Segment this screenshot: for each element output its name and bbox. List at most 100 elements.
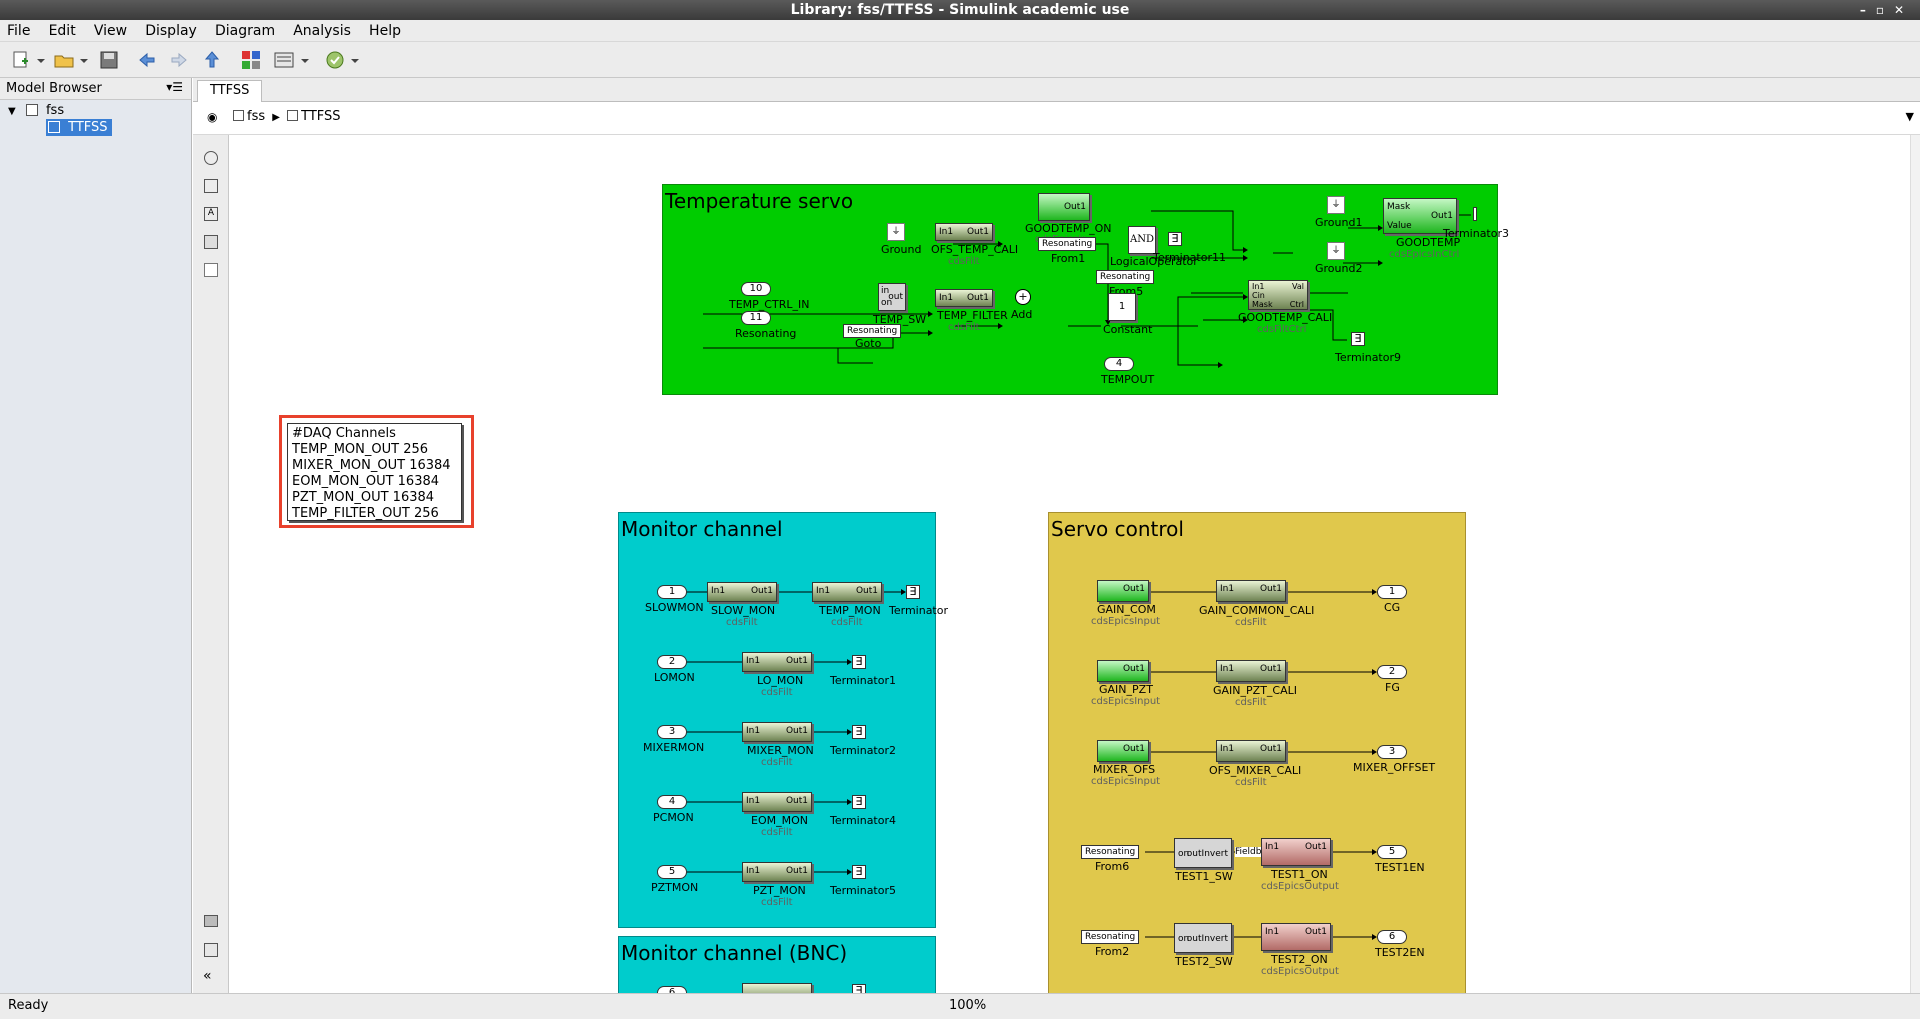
new-model-icon[interactable] [10, 49, 32, 71]
outport-fg[interactable]: 2 [1377, 665, 1407, 679]
mixer-ofs-block[interactable]: Out1 [1097, 740, 1149, 762]
diagram-canvas[interactable]: #DAQ Channels TEMP_MON_OUT 256 MIXER_MON… [230, 135, 1910, 993]
menu-file[interactable]: File [7, 23, 31, 39]
zoom-icon[interactable] [204, 151, 218, 165]
tree-item-ttfss[interactable]: TTFSS [0, 119, 191, 136]
breadcrumb-root[interactable]: fss [247, 109, 266, 124]
temp-mon-block[interactable]: In1 Out1 [812, 582, 882, 602]
temp-filter-block[interactable]: In1 Out1 [935, 289, 993, 307]
breadcrumb-current[interactable]: TTFSS [301, 109, 341, 124]
menu-diagram[interactable]: Diagram [214, 23, 276, 39]
slow-mon-block[interactable]: In1 Out1 [707, 582, 777, 602]
tab-ttfss[interactable]: TTFSS [197, 80, 263, 102]
save-icon[interactable] [98, 49, 120, 71]
goodtemp-cali-block[interactable]: In1 Cin Mask Val Ctrl [1248, 280, 1308, 310]
inport-pcmon[interactable]: 4 [657, 795, 687, 809]
outport-cg[interactable]: 1 [1377, 585, 1407, 599]
breadcrumb-dropdown-icon[interactable]: ▼ [1905, 110, 1914, 123]
daq-note[interactable]: #DAQ Channels TEMP_MON_OUT 256 MIXER_MON… [287, 423, 462, 521]
open-folder-icon[interactable] [53, 49, 75, 71]
area-icon[interactable] [204, 263, 218, 277]
outport-tempout[interactable]: 4 [1104, 357, 1134, 371]
ofs-temp-cali-block[interactable]: In1 Out1 [935, 223, 993, 241]
tree-item-fss[interactable]: ▼ fss [0, 102, 191, 119]
ofs-mixer-cali-block[interactable]: In1 Out1 [1216, 740, 1286, 762]
gain-pzt-block[interactable]: Out1 [1097, 660, 1149, 682]
screenshot-icon[interactable] [204, 915, 218, 927]
hide-browser-icon[interactable]: ◉ [207, 110, 218, 124]
pzt-mon-block[interactable]: In1 Out1 [742, 862, 812, 882]
monitor-bnc-area[interactable]: Monitor channel (BNC) 6 ∃ [618, 936, 936, 993]
terminator-icon[interactable]: ∃ [906, 585, 920, 599]
from-tag-resonating[interactable]: Resonating [1096, 270, 1155, 284]
tree-item-selected[interactable]: TTFSS [46, 119, 112, 136]
temperature-servo-area[interactable]: Temperature servo 10 TEMP_CTRL_IN 11 Res… [662, 184, 1509, 395]
from-tag-resonating[interactable]: Resonating [1038, 237, 1097, 251]
outport-test2en[interactable]: 6 [1377, 930, 1407, 944]
ground-icon[interactable]: ⏚ [1327, 196, 1345, 214]
vertical-scrollbar[interactable] [1910, 135, 1920, 993]
goto-tag-resonating[interactable]: Resonating [843, 324, 902, 338]
gain-common-cali-block[interactable]: In1 Out1 [1216, 580, 1286, 602]
goodtemp-on-block[interactable]: Out1 [1038, 193, 1090, 221]
chevron-down-icon[interactable] [36, 49, 46, 71]
inport-mixermon[interactable]: 3 [657, 725, 687, 739]
add-block[interactable]: + [1015, 289, 1031, 305]
inport-temp-ctrl-in[interactable]: 10 [741, 282, 771, 296]
menu-edit[interactable]: Edit [48, 23, 76, 39]
gain-com-block[interactable]: Out1 [1097, 580, 1149, 602]
mixer-mon-block[interactable]: In1 Out1 [742, 722, 812, 742]
outport-mixer-offset[interactable]: 3 [1377, 745, 1407, 759]
inport-bnc[interactable]: 6 [657, 986, 687, 993]
menu-help[interactable]: Help [369, 23, 401, 39]
collapse-icon[interactable]: « [203, 968, 212, 984]
terminator-icon[interactable] [1473, 207, 1477, 221]
test2-sw-block[interactable]: on outInvert [1174, 923, 1232, 953]
outport-test1en[interactable]: 5 [1377, 845, 1407, 859]
lo-mon-block[interactable]: In1 Out1 [742, 652, 812, 672]
chevron-down-icon[interactable] [300, 49, 310, 71]
model-explorer-icon[interactable] [273, 49, 295, 71]
expand-triangle-icon[interactable]: ▼ [8, 106, 16, 117]
fit-view-icon[interactable] [204, 179, 218, 193]
terminator-icon[interactable]: ∃ [852, 984, 866, 993]
inport-lomon[interactable]: 2 [657, 655, 687, 669]
goodtemp-block[interactable]: Mask Value Out1 [1383, 198, 1457, 234]
eom-mon-block[interactable]: In1 Out1 [742, 792, 812, 812]
ground-icon[interactable]: ⏚ [1327, 242, 1345, 260]
panel-menu-icon[interactable]: ▾☰ [166, 80, 183, 94]
inport-pztmon[interactable]: 5 [657, 865, 687, 879]
chevron-down-icon[interactable] [350, 49, 360, 71]
property-inspector-icon[interactable] [204, 943, 218, 957]
terminator-icon[interactable]: ∃ [852, 655, 866, 669]
temp-sw-block[interactable]: in on out [878, 283, 906, 311]
annotation-icon[interactable]: A [204, 207, 218, 221]
up-arrow-icon[interactable] [201, 49, 223, 71]
menu-analysis[interactable]: Analysis [293, 23, 351, 39]
gain-pzt-cali-block[interactable]: In1 Out1 [1216, 660, 1286, 682]
test1-on-block[interactable]: In1 Out1 [1261, 838, 1331, 866]
check-model-icon[interactable] [324, 49, 346, 71]
inport-slowmon[interactable]: 1 [657, 585, 687, 599]
window-controls[interactable]: –▫✕ [1859, 3, 1914, 17]
servo-control-area[interactable]: Servo control Out1 GAIN_COM cdsEpicsInpu… [1048, 512, 1466, 993]
back-arrow-icon[interactable] [136, 49, 158, 71]
menu-view[interactable]: View [93, 23, 128, 39]
terminator-icon[interactable]: ∃ [1168, 232, 1182, 246]
constant-block[interactable]: 1 [1108, 293, 1136, 321]
test1-sw-block[interactable]: on outInvert [1174, 838, 1232, 868]
image-icon[interactable] [204, 235, 218, 249]
bnc-filter-block[interactable] [742, 983, 812, 993]
from-tag-resonating[interactable]: Resonating [1081, 930, 1140, 944]
terminator-icon[interactable]: ∃ [852, 725, 866, 739]
monitor-channel-area[interactable]: Monitor channel 1 SLOWMON In1 Out1 SLOW_… [618, 512, 948, 928]
test2-on-block[interactable]: In1 Out1 [1261, 923, 1331, 951]
logical-operator-block[interactable]: AND [1128, 226, 1156, 254]
ground-icon[interactable]: ⏚ [887, 223, 905, 241]
menu-display[interactable]: Display [145, 23, 197, 39]
library-browser-icon[interactable] [240, 49, 262, 71]
terminator-icon[interactable]: ∃ [852, 795, 866, 809]
from-tag-resonating[interactable]: Resonating [1081, 845, 1140, 859]
chevron-down-icon[interactable] [79, 49, 89, 71]
terminator-icon[interactable]: ∃ [852, 865, 866, 879]
